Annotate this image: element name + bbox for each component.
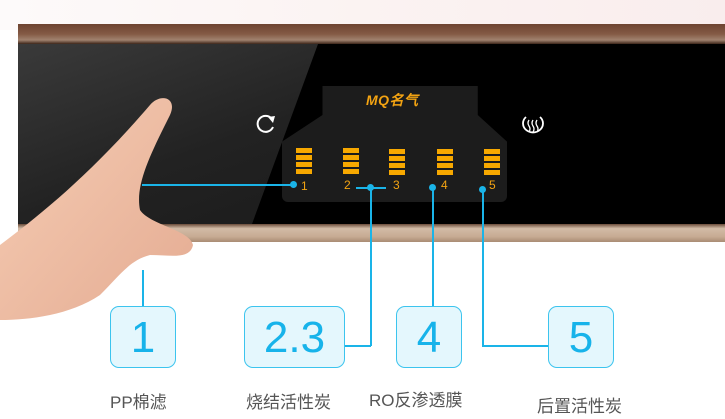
frame-bottom — [18, 224, 725, 242]
callout-label-23: 烧结活性炭 — [246, 393, 331, 412]
callout-label-4: RO反渗透膜 — [369, 391, 463, 410]
indicator-number-1: 1 — [301, 179, 308, 193]
indicator-number-4: 4 — [441, 178, 448, 192]
callout-label-5: 后置活性炭 — [537, 397, 622, 416]
leader-line-1-h — [142, 184, 294, 186]
leader-line-23-v — [370, 188, 372, 346]
refresh-icon[interactable] — [253, 113, 277, 135]
leader-line-5-v — [482, 190, 484, 345]
callout-box-5: 5 — [548, 306, 614, 368]
leader-dot-23 — [367, 184, 374, 191]
callout-label-1: PP棉滤 — [110, 393, 167, 412]
indicator-bar-4 — [437, 149, 453, 177]
leader-line-23-h2 — [345, 345, 371, 347]
leader-dot-1 — [290, 181, 297, 188]
indicator-bar-2 — [343, 148, 359, 176]
indicator-bar-1 — [296, 148, 312, 176]
hand-illustration — [0, 98, 193, 320]
indicator-bar-5 — [484, 149, 500, 177]
leader-line-4-v — [432, 188, 434, 306]
steam-icon[interactable] — [519, 113, 547, 137]
leader-line-1-v — [142, 270, 144, 310]
indicator-bar-3 — [389, 149, 405, 177]
brand-logo: MQ名气 — [366, 92, 419, 108]
indicator-number-5: 5 — [489, 178, 496, 192]
indicator-number-3: 3 — [393, 178, 400, 192]
indicator-number-2: 2 — [344, 178, 351, 192]
leader-dot-5 — [479, 186, 486, 193]
leader-dot-4 — [429, 184, 436, 191]
callout-box-4: 4 — [396, 306, 462, 368]
callout-box-1: 1 — [110, 306, 176, 368]
leader-line-5-h — [482, 345, 549, 347]
frame-top — [18, 24, 725, 44]
callout-box-23: 2.3 — [244, 306, 345, 368]
